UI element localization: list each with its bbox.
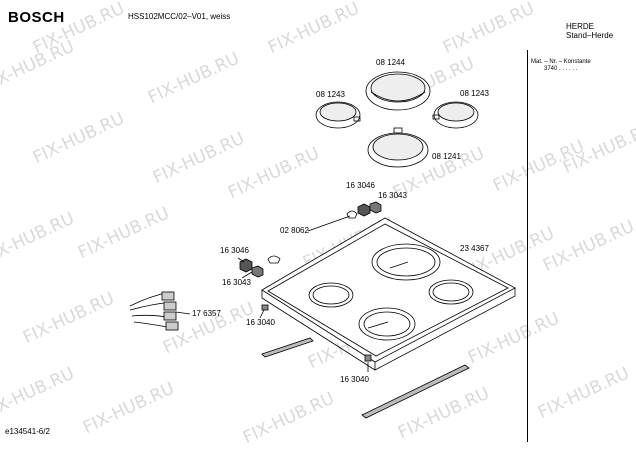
seal-strip-bottom <box>361 364 470 419</box>
cooktop-frame-234367 <box>261 217 516 371</box>
seal-strip-left <box>261 337 314 358</box>
model-number: HSS102MCC/02–V01, weiss <box>128 12 231 21</box>
label-028062: 02 8062 <box>280 226 309 235</box>
category-title: HERDE <box>566 22 595 31</box>
label-163043-left: 16 3043 <box>222 278 251 287</box>
hotplate-081241 <box>367 127 429 168</box>
label-163040-bottom: 16 3040 <box>340 375 369 384</box>
material-note-line2: 3740 . . . . . . <box>544 66 578 72</box>
hotplate-081243-left <box>315 101 361 129</box>
side-divider <box>527 50 528 442</box>
hotplate-081244 <box>365 71 431 111</box>
clip-163043-top <box>369 201 382 214</box>
label-163043-top: 16 3043 <box>378 191 407 200</box>
part-163040-bottom <box>364 354 372 362</box>
label-081244: 08 1244 <box>376 58 405 67</box>
brand-logo: BOSCH <box>8 9 65 26</box>
label-163040-left: 16 3040 <box>246 318 275 327</box>
part-163040-left <box>261 304 269 311</box>
category-subtitle: Stand–Herde <box>566 31 614 40</box>
material-note-line1: Mat. – Nr. – Konstante <box>531 59 591 65</box>
label-163046-left: 16 3046 <box>220 246 249 255</box>
label-176357: 17 6357 <box>192 309 221 318</box>
label-081243-left: 08 1243 <box>316 90 345 99</box>
wiring-harness-176357 <box>129 291 179 331</box>
clip-163046-top <box>357 203 371 217</box>
label-081241: 08 1241 <box>432 152 461 161</box>
cap-028062-b <box>267 255 281 264</box>
clip-163043-left <box>251 265 264 278</box>
document-id: e134541-6/2 <box>5 427 50 436</box>
label-163046-top: 16 3046 <box>346 181 375 190</box>
label-234367: 23 4367 <box>460 244 489 253</box>
hotplate-081243-right <box>432 101 479 129</box>
label-081243-right: 08 1243 <box>460 89 489 98</box>
